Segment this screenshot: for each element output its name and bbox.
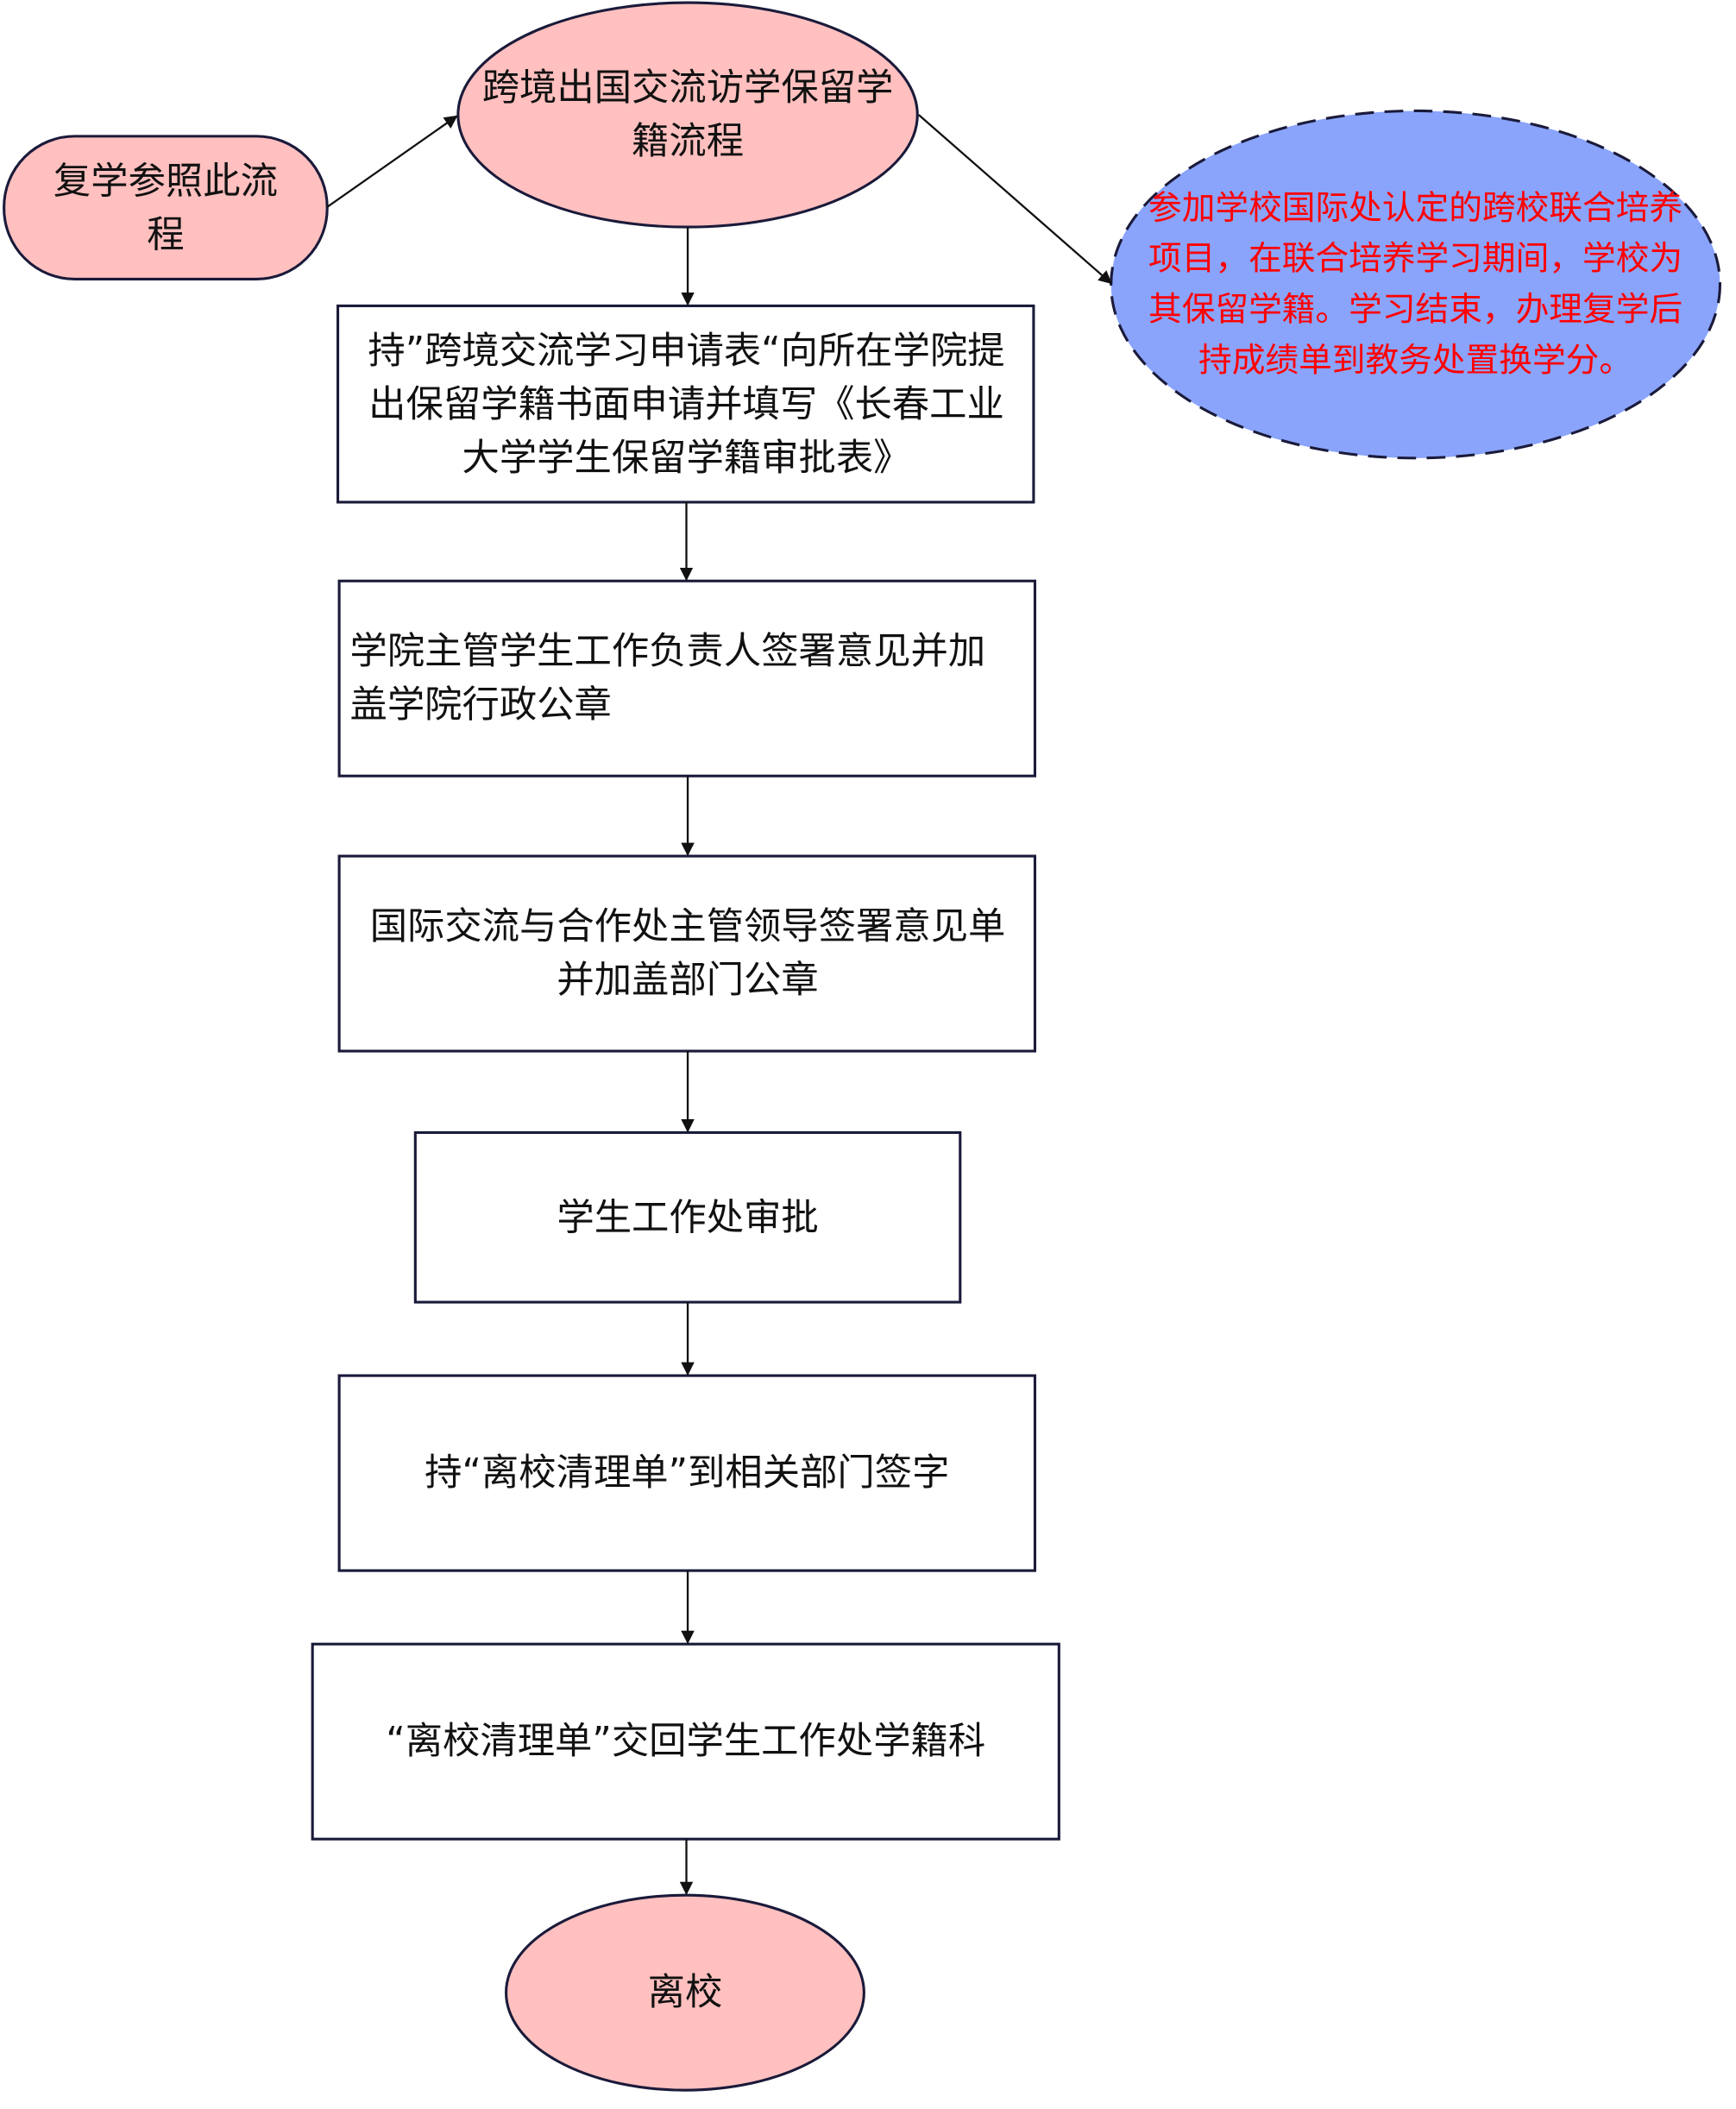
note-label: 参加学校国际处认定的跨校联合培养项目，在联合培养学习期间，学校为其保留学籍。学习…: [1148, 187, 1683, 379]
arrow-resume-start: [326, 115, 458, 208]
resume-node: [3, 135, 329, 281]
end-label: 离校: [647, 1969, 723, 2014]
step3-box: [337, 854, 1037, 1053]
step6-label: “离校清理单”交回学生工作处学籍科: [386, 1718, 986, 1763]
resume-label: 复学参照此流程: [53, 158, 278, 256]
arrow-start-note: [918, 114, 1112, 285]
end-node: [505, 1893, 865, 2092]
start-label: 跨境出国交流访学保留学籍流程: [481, 65, 894, 163]
step1-label: 持”跨境交流学习申请表“向所在学院提出保留学籍书面申请并填写《长春工业大学学生保…: [368, 327, 1005, 479]
step4-label: 学生工作处审批: [557, 1194, 819, 1239]
step1-box: [337, 304, 1035, 504]
note-node: [1110, 109, 1721, 460]
step3-label: 国际交流与合作处主管领导签署意见单并加盖部门公章: [369, 903, 1006, 1002]
step2-label: 学院主管学生工作负责人签署意见并加盖学院行政公章: [349, 628, 986, 727]
step6-box: [311, 1642, 1060, 1841]
step5-label: 持“离校清理单”到相关部门签字: [425, 1450, 950, 1495]
